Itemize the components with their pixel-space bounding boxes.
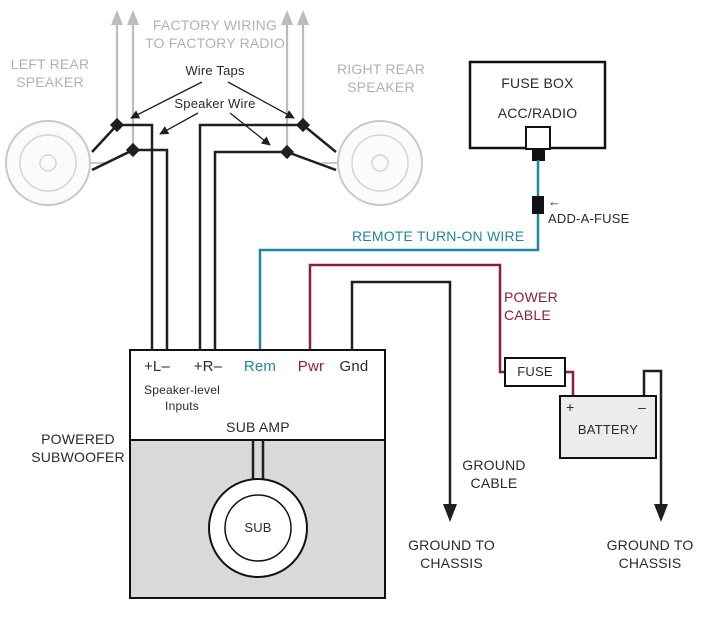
acc-radio-slot-icon [525, 126, 551, 150]
power-cable-label: POWER CABLE [504, 289, 558, 324]
battery-plus-label: + [566, 399, 575, 415]
label-pointer-arrows [130, 81, 295, 146]
wire-taps-label: Wire Taps [185, 63, 245, 78]
power-cable-wire [308, 263, 575, 396]
ground-cable-wire [350, 280, 457, 522]
battery-ground-wire [642, 369, 668, 522]
factory-arrowheads [111, 10, 309, 25]
amp-input-ground-label: Gnd [339, 358, 369, 375]
sub-amp-box [129, 349, 386, 441]
ground-arrowhead-right [654, 504, 668, 522]
add-a-fuse-label: ← ADD-A-FUSE [548, 177, 629, 228]
left-arrow-icon: ← [548, 193, 562, 209]
fuse-box-label: FUSE BOX [501, 75, 574, 91]
acc-radio-label: ACC/RADIO [497, 105, 578, 121]
ground-cable-label: GROUND CABLE [462, 457, 526, 492]
remote-turn-on-wire [258, 160, 544, 350]
factory-wiring-label: FACTORY WIRING TO FACTORY RADIO [145, 17, 285, 52]
left-rear-speaker-label: LEFT REAR SPEAKER [10, 56, 90, 91]
left-rear-speaker-icon [5, 120, 108, 206]
right-rear-speaker-icon [322, 120, 423, 206]
powered-subwoofer-label: POWERED SUBWOOFER [31, 431, 125, 466]
ground-arrowhead-left [443, 504, 457, 522]
battery-label: BATTERY [577, 422, 639, 437]
inline-fuse-icon [504, 357, 566, 387]
amp-input-right-label: +R– [193, 358, 223, 375]
amp-input-power-label: Pwr [297, 358, 325, 375]
amp-input-remote-label: Rem [243, 358, 277, 375]
ground-to-chassis-right-label: GROUND TO CHASSIS [606, 537, 694, 572]
speaker-wires [91, 123, 337, 350]
add-a-fuse-holder-icon [532, 196, 544, 214]
battery-minus-label: – [638, 399, 646, 415]
amp-input-left-label: +L– [143, 358, 171, 375]
speaker-level-inputs-label: Speaker-level Inputs [144, 383, 220, 413]
battery-icon [559, 395, 657, 459]
right-rear-speaker-label: RIGHT REAR SPEAKER [336, 61, 426, 96]
subwoofer-enclosure [129, 439, 386, 599]
speaker-wire-label: Speaker Wire [174, 96, 256, 111]
ground-to-chassis-left-label: GROUND TO CHASSIS [408, 537, 495, 572]
factory-wiring-arrows [111, 10, 309, 150]
fuse-box-icon [468, 60, 607, 161]
sub-amp-label: SUB AMP [226, 419, 290, 435]
sub-cone-inner [224, 494, 292, 562]
remote-turn-on-label: REMOTE TURN-ON WIRE [352, 228, 525, 244]
fuse-tap-plug-icon [532, 150, 545, 161]
sub-label: SUB [244, 520, 272, 535]
add-a-fuse-text: ADD-A-FUSE [548, 210, 630, 226]
fuse-label: FUSE [517, 364, 553, 379]
